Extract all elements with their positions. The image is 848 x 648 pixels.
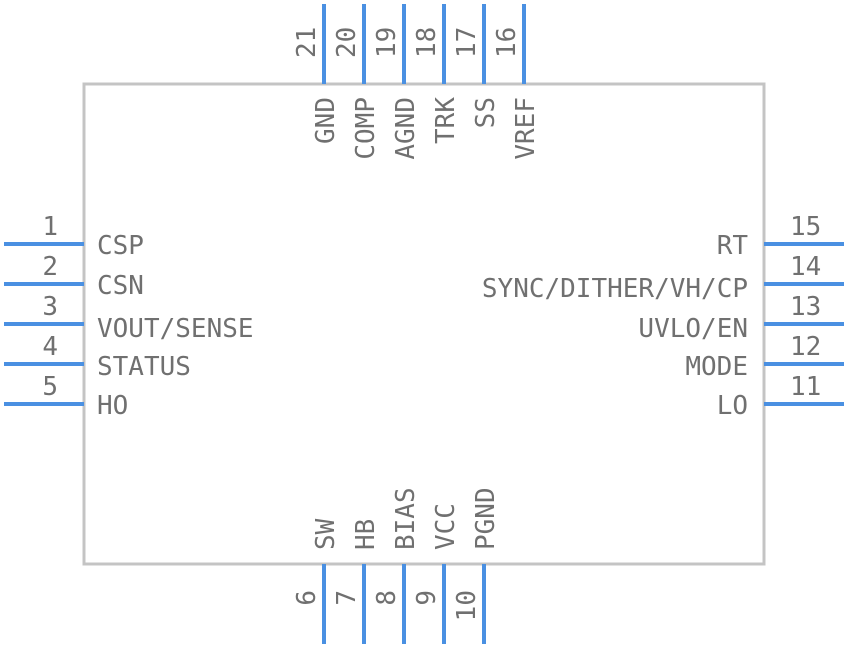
- pin-12: 12 MODE: [685, 332, 844, 382]
- pin-20-number: 20: [332, 27, 362, 58]
- pin-15-name: RT: [717, 231, 749, 261]
- pin-3-number: 3: [42, 292, 58, 322]
- pin-19-number: 19: [372, 27, 402, 58]
- pin-16-number: 16: [492, 27, 522, 58]
- pin-9-name: VCC: [431, 503, 461, 550]
- pin-14-name: SYNC/DITHER/VH/CP: [482, 274, 748, 304]
- pin-20-name: COMP: [351, 97, 381, 160]
- pin-7-number: 7: [332, 590, 362, 606]
- pin-15-number: 15: [790, 212, 821, 242]
- pin-17-name: SS: [471, 97, 501, 128]
- pin-11: 11 LO: [717, 372, 844, 421]
- pin-7: 7 HB: [332, 519, 381, 644]
- pin-1-name: CSP: [97, 231, 144, 261]
- pin-5-name: HO: [97, 391, 128, 421]
- pin-18: 18 TRK: [412, 4, 461, 144]
- pin-2-number: 2: [42, 252, 58, 282]
- pin-11-number: 11: [790, 372, 821, 402]
- pin-4: 4 STATUS: [4, 332, 191, 382]
- pin-2: 2 CSN: [4, 252, 144, 301]
- pin-15: 15 RT: [717, 212, 844, 261]
- pin-4-number: 4: [42, 332, 58, 362]
- pin-5: 5 HO: [4, 372, 128, 421]
- pin-3-name: VOUT/SENSE: [97, 314, 254, 344]
- pin-2-name: CSN: [97, 271, 144, 301]
- pin-18-number: 18: [412, 27, 442, 58]
- pin-4-name: STATUS: [97, 352, 191, 382]
- pin-21: 21 GND: [292, 4, 341, 144]
- pin-21-number: 21: [292, 27, 322, 58]
- left-pins: 1 CSP 2 CSN 3 VOUT/SENSE 4 STATUS 5 HO: [4, 212, 254, 421]
- pin-13: 13 UVLO/EN: [638, 292, 844, 344]
- pin-8-number: 8: [372, 590, 402, 606]
- pin-8-name: BIAS: [391, 487, 421, 550]
- pin-12-number: 12: [790, 332, 821, 362]
- pin-10-number: 10: [452, 590, 482, 621]
- pin-6: 6 SW: [292, 518, 341, 644]
- bottom-pins: 6 SW 7 HB 8 BIAS 9 VCC 10 PGND: [292, 487, 501, 644]
- pin-1: 1 CSP: [4, 212, 144, 261]
- pin-14-number: 14: [790, 252, 821, 282]
- pin-13-number: 13: [790, 292, 821, 322]
- pin-5-number: 5: [42, 372, 58, 402]
- pin-19-name: AGND: [391, 97, 421, 160]
- pin-10: 10 PGND: [452, 487, 501, 644]
- pin-17: 17 SS: [452, 4, 501, 128]
- pin-19: 19 AGND: [372, 4, 421, 160]
- pin-16: 16 VREF: [492, 4, 541, 160]
- top-pins: 21 GND 20 COMP 19 AGND 18 TRK 17 SS 16 V…: [292, 4, 541, 160]
- pin-17-number: 17: [452, 27, 482, 58]
- pin-9-number: 9: [412, 590, 442, 606]
- pin-11-name: LO: [717, 391, 748, 421]
- pin-6-name: SW: [311, 518, 341, 550]
- right-pins: 15 RT 14 SYNC/DITHER/VH/CP 13 UVLO/EN 12…: [482, 212, 844, 421]
- pin-12-name: MODE: [685, 352, 748, 382]
- pin-9: 9 VCC: [412, 503, 461, 644]
- pin-8: 8 BIAS: [372, 487, 421, 644]
- pin-7-name: HB: [351, 519, 381, 550]
- pin-14: 14 SYNC/DITHER/VH/CP: [482, 252, 844, 304]
- pin-20: 20 COMP: [332, 4, 381, 160]
- pin-13-name: UVLO/EN: [638, 314, 748, 344]
- pin-18-name: TRK: [431, 97, 461, 144]
- pin-10-name: PGND: [471, 487, 501, 550]
- pin-21-name: GND: [311, 97, 341, 144]
- pin-1-number: 1: [42, 212, 58, 242]
- pin-3: 3 VOUT/SENSE: [4, 292, 254, 344]
- pin-6-number: 6: [292, 590, 322, 606]
- pin-16-name: VREF: [511, 97, 541, 160]
